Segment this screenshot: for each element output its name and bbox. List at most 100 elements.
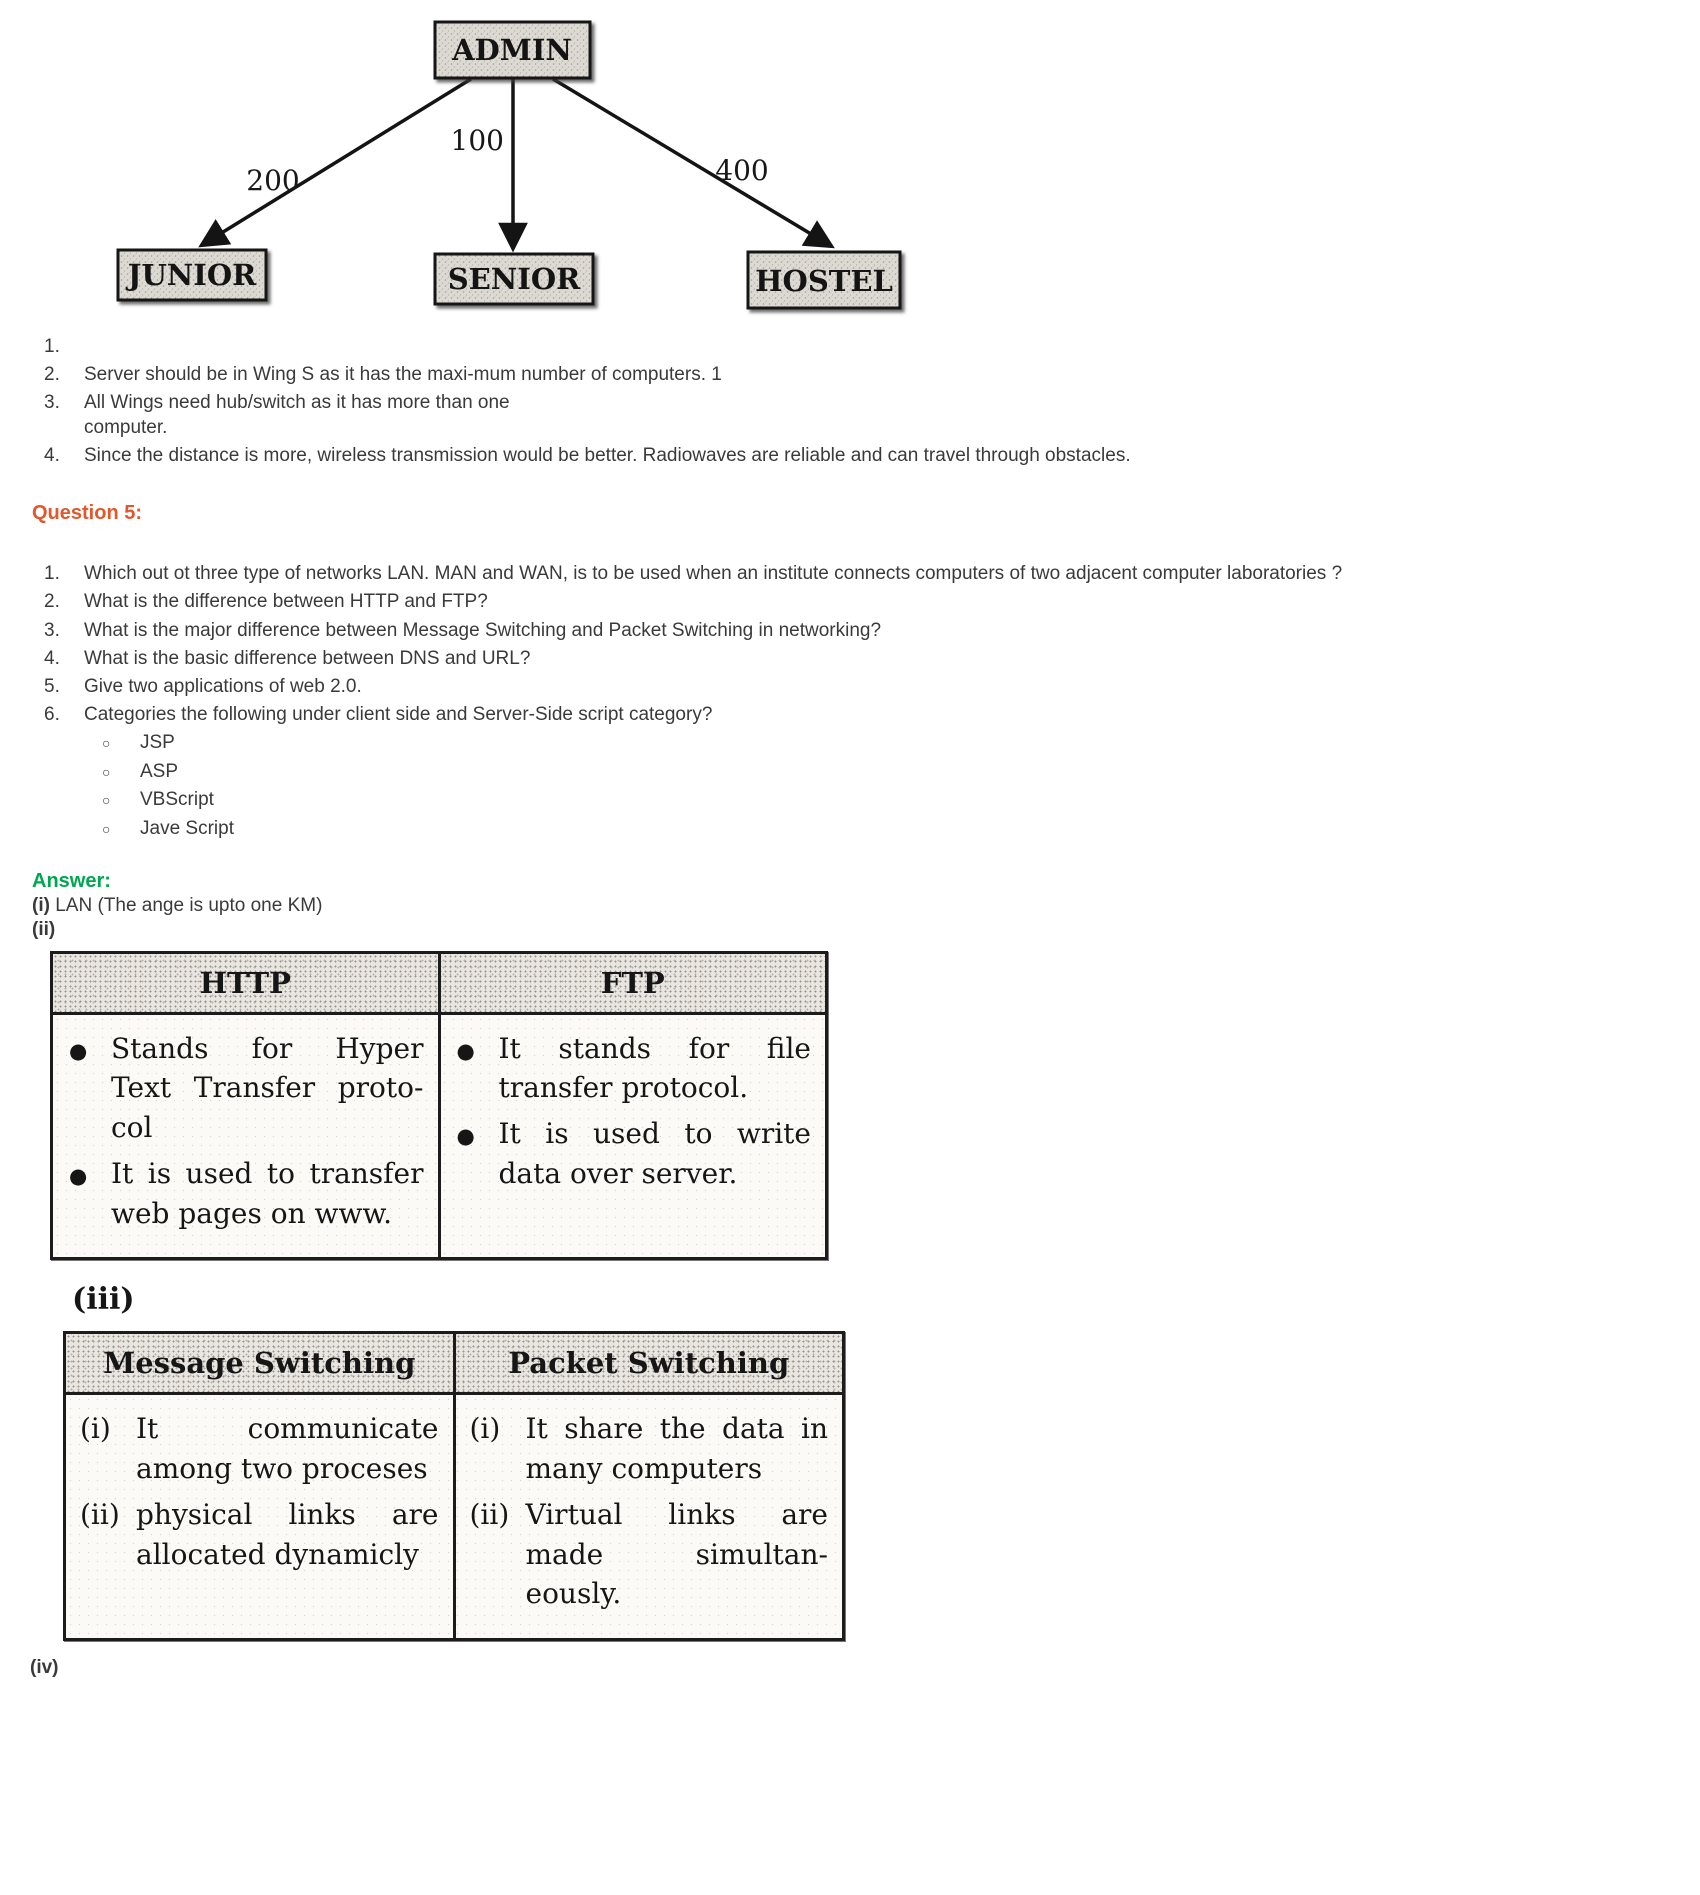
http-column-header: HTTP bbox=[199, 965, 291, 1000]
part-i-label: (i) bbox=[32, 894, 50, 916]
message-switching-cell: (i) It communicate among two proceses (i… bbox=[66, 1395, 453, 1638]
list-number: 1. bbox=[44, 336, 60, 357]
hostel-node bbox=[746, 250, 902, 310]
bullet-icon: ● bbox=[456, 1038, 475, 1063]
packet-switching-cell: (i) It share the data in many computers … bbox=[452, 1395, 843, 1639]
circle-bullet-icon: ○ bbox=[102, 734, 111, 751]
network-diagram: 200 100 400 ADMIN JUNIOR SENIOR HOSTEL bbox=[30, 8, 1680, 331]
list-text: Server should be in Wing S as it has the… bbox=[84, 364, 722, 386]
admin-node bbox=[433, 20, 592, 80]
senior-node bbox=[433, 252, 595, 306]
list-number: 4. bbox=[44, 445, 60, 467]
list-number: 3. bbox=[44, 392, 60, 414]
circle-bullet-icon: ○ bbox=[102, 792, 111, 809]
list-number: 6. bbox=[44, 703, 60, 725]
point-text: It share the data in many computers bbox=[525, 1412, 829, 1486]
message-switching-header: Message Switching bbox=[103, 1346, 416, 1381]
script-option-item: ○ JSP bbox=[102, 731, 1680, 756]
question-5-heading: Question 5: bbox=[32, 502, 143, 525]
switching-table-body: (i) It communicate among two proceses (i… bbox=[66, 1395, 843, 1639]
list-text: What is the major difference between Mes… bbox=[84, 619, 882, 641]
bullet-icon: ● bbox=[69, 1038, 88, 1063]
point-text: It is used to transfer web pages on www. bbox=[111, 1156, 424, 1230]
list-item: 2. What is the difference between HTTP a… bbox=[30, 589, 1680, 614]
circle-bullet-icon: ○ bbox=[102, 820, 111, 837]
list-text: All Wings need hub/switch as it has more… bbox=[84, 392, 510, 439]
list-number: 2. bbox=[44, 591, 60, 613]
edge-admin-hostel bbox=[552, 77, 835, 249]
list-text: Since the distance is more, wireless tra… bbox=[84, 445, 1131, 467]
list-item: 6. Categories the following under client… bbox=[30, 702, 1680, 727]
script-option-label: Jave Script bbox=[140, 817, 234, 839]
list-item: 5. Give two applications of web 2.0. bbox=[30, 674, 1680, 699]
answer-points-list: 1. 2. Server should be in Wing S as it h… bbox=[30, 334, 1680, 468]
answer-part-iv-label: (iv) bbox=[30, 1657, 59, 1679]
http-ftp-table: HTTP FTP ● Stands for Hyper Text Transfe… bbox=[50, 950, 828, 1261]
http-ftp-table-body: ● Stands for Hyper Text Transfer proto-c… bbox=[53, 1014, 825, 1258]
answer-part-ii-label: (ii) bbox=[32, 918, 56, 940]
script-option-item: ○ ASP bbox=[102, 760, 1680, 785]
list-text bbox=[84, 334, 1680, 359]
point-text: Stands for Hyper Text Transfer proto-col bbox=[111, 1031, 424, 1145]
script-option-label: JSP bbox=[140, 731, 175, 753]
ftp-column-header: FTP bbox=[437, 953, 826, 1012]
edge-label-hostel: 400 bbox=[715, 154, 768, 187]
script-option-item: ○ VBScript bbox=[102, 788, 1680, 813]
answer-part-iii-label: (iii) bbox=[72, 1282, 135, 1318]
question-5-list: 1. Which out ot three type of networks L… bbox=[30, 561, 1680, 841]
script-option-item: ○ Jave Script bbox=[102, 817, 1680, 842]
point-number: (ii) bbox=[469, 1497, 510, 1531]
list-number: 1. bbox=[44, 563, 60, 585]
packet-switching-header: Packet Switching bbox=[452, 1334, 843, 1393]
script-option-label: VBScript bbox=[140, 789, 214, 811]
list-text: Which out ot three type of networks LAN.… bbox=[84, 563, 1343, 585]
list-number: 3. bbox=[44, 619, 60, 641]
point-number: (i) bbox=[80, 1412, 111, 1446]
list-number: 2. bbox=[44, 364, 60, 386]
bullet-point: ● Stands for Hyper Text Transfer proto-c… bbox=[65, 1029, 424, 1148]
bullet-point: ● It is used to transfer web pages on ww… bbox=[65, 1154, 424, 1234]
list-text: What is the difference between HTTP and … bbox=[84, 591, 488, 613]
bullet-point: ● It stands for file transfer protocol. bbox=[453, 1029, 812, 1109]
switching-table: Message Switching Packet Switching (i) I… bbox=[63, 1331, 845, 1642]
list-text: Categories the following under client si… bbox=[84, 703, 713, 725]
list-item: 3. All Wings need hub/switch as it has m… bbox=[30, 390, 1680, 440]
script-option-label: ASP bbox=[140, 760, 179, 782]
numbered-point: (i) It communicate among two proceses bbox=[78, 1409, 439, 1489]
junior-node bbox=[116, 248, 268, 302]
list-number: 5. bbox=[44, 675, 60, 697]
part-i-text: LAN (The ange is upto one KM) bbox=[49, 894, 323, 916]
list-item: 1. bbox=[30, 334, 1680, 359]
numbered-point: (ii) Virtual links are made simultan-eou… bbox=[468, 1495, 829, 1614]
list-text: Give two applications of web 2.0. bbox=[84, 675, 362, 697]
bullet-icon: ● bbox=[69, 1163, 88, 1188]
answer-heading: Answer: bbox=[32, 869, 111, 892]
list-item: 3. What is the major difference between … bbox=[30, 618, 1680, 643]
edge-label-junior: 200 bbox=[246, 164, 299, 197]
point-text: It communicate among two proceses bbox=[136, 1412, 439, 1486]
circle-bullet-icon: ○ bbox=[102, 763, 111, 780]
switching-table-header: Message Switching Packet Switching bbox=[66, 1334, 843, 1396]
network-diagram-svg: 200 100 400 ADMIN JUNIOR SENIOR HOSTEL bbox=[116, 20, 902, 310]
numbered-point: (ii) physical links are allocated dynami… bbox=[78, 1495, 439, 1575]
http-cell: ● Stands for Hyper Text Transfer proto-c… bbox=[53, 1015, 438, 1258]
list-item: 1. Which out ot three type of networks L… bbox=[30, 561, 1680, 586]
bullet-icon: ● bbox=[456, 1124, 475, 1149]
point-text: It stands for file transfer protocol. bbox=[498, 1031, 812, 1105]
list-item: 4. Since the distance is more, wireless … bbox=[30, 443, 1680, 468]
bullet-point: ● It is used to write data over server. bbox=[453, 1114, 812, 1194]
point-text: physical links are allocated dynamicly bbox=[136, 1497, 439, 1571]
answer-part-i: (i) LAN (The ange is upto one KM) bbox=[32, 895, 1680, 917]
senior-node-label: SENIOR bbox=[448, 262, 581, 296]
hostel-node-label: HOSTEL bbox=[755, 264, 893, 298]
numbered-point: (i) It share the data in many computers bbox=[468, 1409, 829, 1489]
list-item: 2. Server should be in Wing S as it has … bbox=[30, 362, 1680, 387]
list-item: 4. What is the basic difference between … bbox=[30, 646, 1680, 671]
admin-node-label: ADMIN bbox=[451, 33, 572, 67]
http-ftp-table-header: HTTP FTP bbox=[53, 953, 826, 1015]
list-text: What is the basic difference between DNS… bbox=[84, 647, 531, 669]
list-number: 4. bbox=[44, 647, 60, 669]
point-text: It is used to write data over server. bbox=[498, 1117, 812, 1190]
edge-admin-junior bbox=[198, 77, 472, 248]
point-text: Virtual links are made simultan-eously. bbox=[525, 1497, 829, 1611]
